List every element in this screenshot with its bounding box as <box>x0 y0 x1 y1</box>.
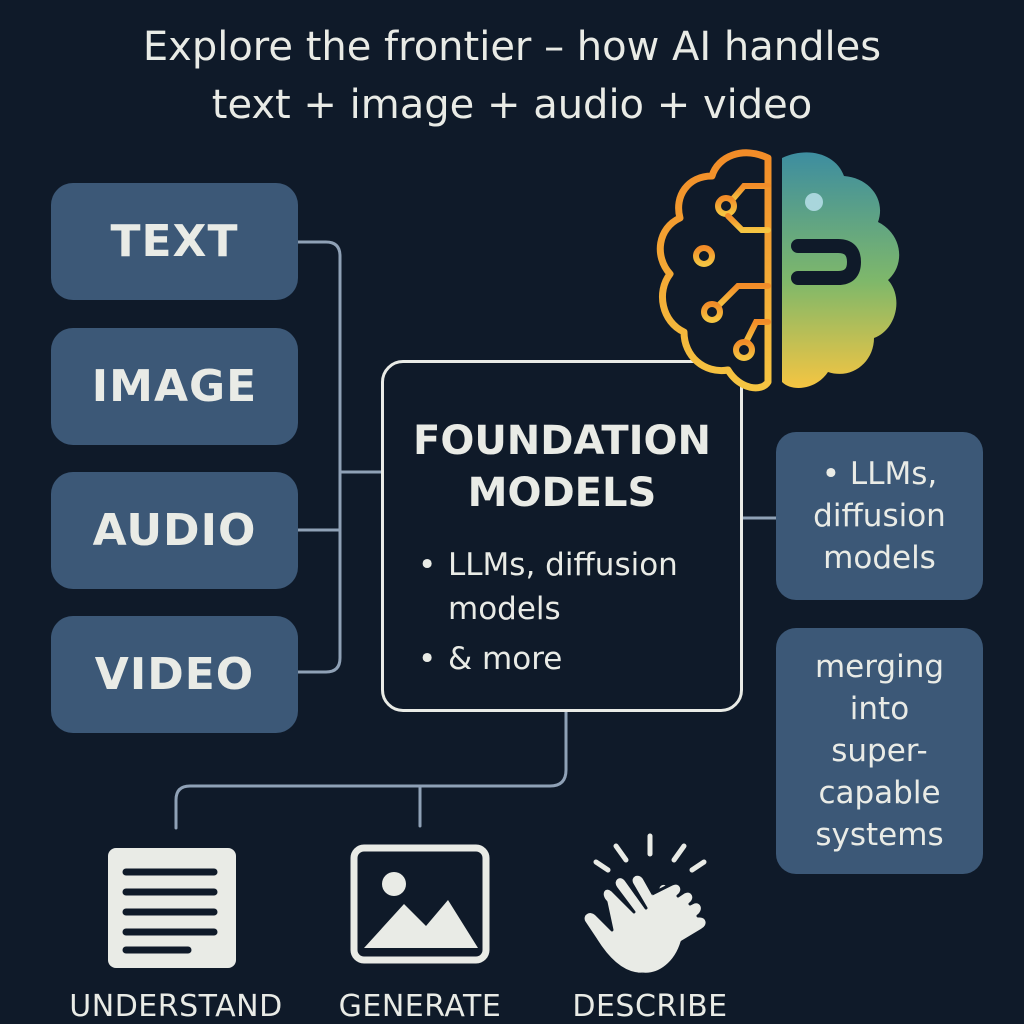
document-icon <box>108 848 236 968</box>
brain-circuit-icon <box>656 149 900 392</box>
foundation-title-line-1: FOUNDATION <box>413 418 711 464</box>
modality-image: IMAGE <box>51 328 298 445</box>
modality-video: VIDEO <box>51 616 298 733</box>
side-box-merging-line: merging <box>814 649 945 685</box>
side-box-merging-line: systems <box>815 817 944 853</box>
connector-to-actions <box>174 710 568 830</box>
title-line-2: text + image + audio + video <box>211 82 813 128</box>
foundation-bullet: LLMs, diffusion models <box>418 543 738 631</box>
side-box-merging-line: super- <box>831 733 928 769</box>
side-box-llms-line: • LLMs, <box>821 456 938 492</box>
modality-audio: AUDIO <box>51 472 298 589</box>
modality-text-label: TEXT <box>110 216 239 267</box>
side-box-merging: merging into super- capable systems <box>776 628 983 874</box>
side-box-llms-line: models <box>823 540 936 576</box>
clapping-hands-icon <box>581 833 709 976</box>
action-generate-label: GENERATE <box>338 989 502 1024</box>
side-box-llms-line: diffusion <box>813 498 946 534</box>
side-box-merging-line: into <box>849 691 910 727</box>
foundation-models-box: FOUNDATION MODELS LLMs, diffusion models… <box>381 360 743 712</box>
foundation-title: FOUNDATION MODELS <box>384 415 740 519</box>
action-describe-label: DESCRIBE <box>572 989 728 1024</box>
side-box-merging-line: capable <box>818 775 941 811</box>
modality-image-label: IMAGE <box>91 361 258 412</box>
foundation-title-line-2: MODELS <box>467 470 657 516</box>
title-line-1: Explore the frontier – how AI handles <box>142 24 882 70</box>
action-understand-label: UNDERSTAND <box>69 989 283 1024</box>
foundation-bullet: & more <box>418 637 738 681</box>
modality-text: TEXT <box>51 183 298 300</box>
modality-video-label: VIDEO <box>94 649 255 700</box>
foundation-bullets: LLMs, diffusion models & more <box>418 543 738 687</box>
page-title: Explore the frontier – how AI handles te… <box>0 18 1024 134</box>
image-icon <box>350 844 490 964</box>
connector-text <box>296 240 342 674</box>
side-box-llms: • LLMs, diffusion models <box>776 432 983 600</box>
modality-audio-label: AUDIO <box>92 505 257 556</box>
